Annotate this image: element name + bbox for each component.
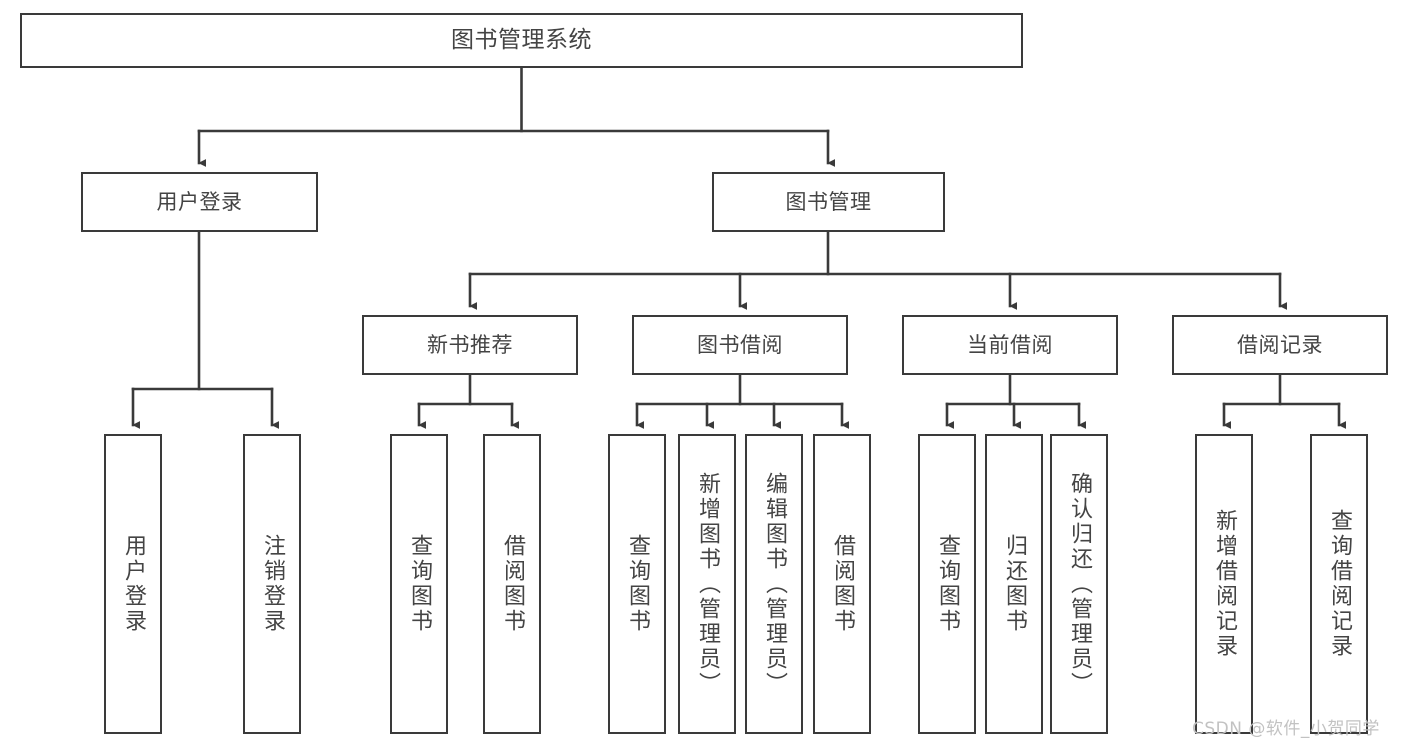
node-root-label: 图书管理系统 — [451, 26, 592, 53]
node-level2-new_book_rec[interactable]: 新书推荐 — [362, 315, 578, 375]
node-label: 查询图书 — [935, 534, 960, 634]
node-label: 查询图书 — [625, 534, 650, 634]
node-level1-user_login[interactable]: 用户登录 — [81, 172, 318, 232]
node-label: 确认归还（管理员） — [1067, 471, 1092, 697]
node-level2-book_borrow[interactable]: 图书借阅 — [632, 315, 848, 375]
node-label: 新增图书（管理员） — [695, 471, 720, 697]
csdn-watermark: CSDN @软件_小贺同学 — [1192, 719, 1380, 739]
node-leaf_borrow_book_2[interactable]: 借阅图书 — [813, 434, 871, 734]
node-label: 用户登录 — [156, 189, 243, 214]
node-label: 查询借阅记录 — [1327, 509, 1352, 659]
node-leaf_query_book_3[interactable]: 查询图书 — [918, 434, 976, 734]
edge-group-new-book-rec-to-leaves — [417, 373, 519, 429]
edge-group-user-login-to-leaves — [131, 230, 279, 429]
edge-group-book-manage-to-level2 — [468, 230, 1287, 310]
node-leaf_add_book[interactable]: 新增图书（管理员） — [678, 434, 736, 734]
node-leaf_query_record[interactable]: 查询借阅记录 — [1310, 434, 1368, 734]
node-label: 借阅图书 — [830, 534, 855, 634]
node-label: 新增借阅记录 — [1212, 509, 1237, 659]
node-level2-borrow_record[interactable]: 借阅记录 — [1172, 315, 1388, 375]
node-label: 查询图书 — [407, 534, 432, 634]
node-leaf_user_login[interactable]: 用户登录 — [104, 434, 162, 734]
node-level2-current_borrow[interactable]: 当前借阅 — [902, 315, 1118, 375]
node-leaf_query_book_1[interactable]: 查询图书 — [390, 434, 448, 734]
node-label: 归还图书 — [1002, 534, 1027, 634]
node-leaf_logout[interactable]: 注销登录 — [243, 434, 301, 734]
node-label: 借阅记录 — [1237, 332, 1323, 357]
node-label: 图书管理 — [785, 189, 872, 214]
node-leaf_add_record[interactable]: 新增借阅记录 — [1195, 434, 1253, 734]
edge-group-book-borrow-to-leaves — [635, 373, 849, 429]
node-label: 图书借阅 — [697, 332, 783, 357]
node-leaf_query_book_2[interactable]: 查询图书 — [608, 434, 666, 734]
edge-group-current-borrow-to-leaves — [945, 373, 1086, 429]
node-level1-book_manage[interactable]: 图书管理 — [712, 172, 945, 232]
node-leaf_return_book[interactable]: 归还图书 — [985, 434, 1043, 734]
edge-group-root-to-level1 — [197, 66, 835, 167]
node-label: 借阅图书 — [500, 534, 525, 634]
node-root-图书管理系统[interactable]: 图书管理系统 — [20, 13, 1023, 68]
edge-group-borrow-record-to-leaves — [1222, 373, 1346, 429]
node-leaf_edit_book[interactable]: 编辑图书（管理员） — [745, 434, 803, 734]
node-label: 编辑图书（管理员） — [762, 471, 787, 697]
node-leaf_borrow_book_1[interactable]: 借阅图书 — [483, 434, 541, 734]
node-leaf_confirm_return[interactable]: 确认归还（管理员） — [1050, 434, 1108, 734]
node-label: 用户登录 — [121, 534, 146, 634]
node-label: 当前借阅 — [967, 332, 1053, 357]
node-label: 注销登录 — [260, 534, 285, 634]
node-label: 新书推荐 — [427, 332, 513, 357]
